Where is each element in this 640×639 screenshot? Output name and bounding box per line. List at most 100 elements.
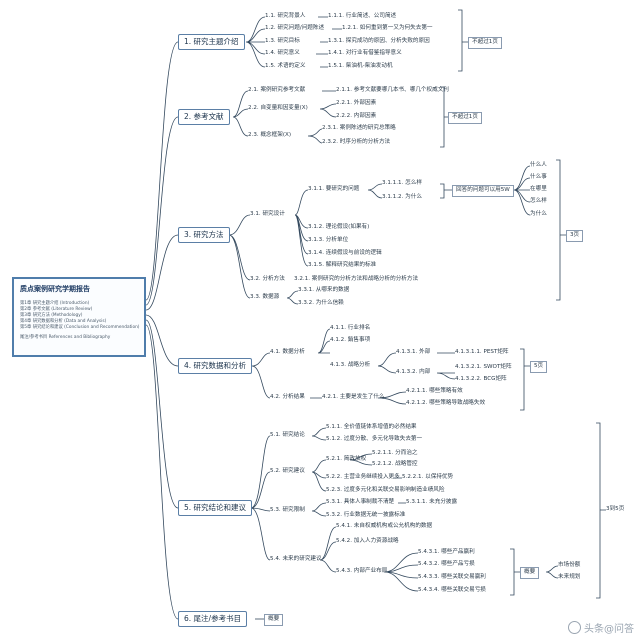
root-title: 质点案例研究学期报告 — [20, 285, 90, 293]
node-5-4-3-3: 5.4.3.3. 哪些关联交易赢利 — [418, 574, 486, 580]
node-5-2-2: 5.2.2. 主营业务继续投入更多 — [326, 474, 400, 480]
node-5-4-3: 5.4.3. 内部产业布局 — [336, 568, 388, 574]
node-3-1-2: 3.1.2. 理论假设(如果有) — [308, 224, 370, 230]
node-section-5: 5. 研究结论和建议 — [178, 500, 253, 516]
note-3-pages: 3页 — [566, 230, 584, 242]
node-3-1-4: 3.1.4. 连续假设与前设的逻辑 — [308, 250, 382, 256]
node-1-2-1: 1.2.1. 如何重到第一又为何失去第一 — [342, 25, 433, 31]
node-5-3-2: 5.3.2. 行业数据无统一披露标准 — [326, 512, 406, 518]
node-3-3-2: 3.3.2. 为什么信赖 — [298, 300, 344, 306]
node-1-5-1: 1.5.1. 柴油机-柴油发动机 — [328, 63, 393, 69]
node-5-2-1-2: 5.2.1.2. 战略管控 — [372, 461, 418, 467]
root-footer: 尾注/参考书目 References and Bibliography — [20, 335, 111, 340]
node-bcg: 4.1.3.2.2. BCG矩阵 — [455, 376, 507, 382]
node-5w-where: 在哪里 — [530, 186, 547, 192]
node-5-2-1-1: 5.2.1.1. 分而治之 — [372, 450, 418, 456]
connector-2 — [145, 116, 179, 306]
node-future-plan: 未来规划 — [558, 574, 581, 580]
node-4-2-1-2: 4.2.1.2. 哪些策略导致战略失效 — [406, 400, 486, 406]
node-5-1-1: 5.1.1. 全价值链体系增值的必然结果 — [326, 424, 417, 430]
node-5-4-3-2: 5.4.3.2. 哪些产品亏损 — [418, 561, 475, 567]
node-1-5: 1.5. 术语的定义 — [265, 63, 306, 69]
node-section-2: 2. 参考文献 — [178, 109, 230, 125]
node-3-1-5: 3.1.5. 解释研究结果的标准 — [308, 262, 377, 268]
connector-3 — [145, 234, 179, 311]
node-5-2-2-1: 5.2.2.1. 以保持优势 — [402, 474, 454, 480]
node-5w-how: 怎么样 — [530, 198, 547, 204]
watermark-text: 头条@问答 — [584, 624, 634, 635]
node-5-2-1: 5.2.1. 简政放权 — [326, 456, 367, 462]
note-summary-5: 概要 — [520, 567, 540, 579]
node-3-1-1-1: 3.1.1.1. 怎么样 — [382, 180, 422, 186]
note-page-limit-2: 不超过1页 — [448, 112, 482, 124]
node-2-3-1: 2.3.1. 案例陈述的研究总策略 — [322, 125, 396, 131]
node-4-2-1-1: 4.2.1.1. 哪些策略有效 — [406, 388, 463, 394]
node-5-3-1-1: 5.3.1.1. 未充分披露 — [406, 499, 458, 505]
note-page-limit-1: 不超过1页 — [468, 37, 502, 49]
node-3-1-3: 3.1.3. 分析单位 — [308, 237, 349, 243]
node-3-2: 3.2. 分析方法 — [250, 276, 285, 282]
node-5-3: 5.3. 研究限制 — [270, 507, 305, 513]
node-4-2-1: 4.2.1. 主要是发生了什么 — [322, 394, 385, 400]
node-section-6: 6. 尾注/参考书目 — [178, 611, 248, 627]
node-3-3: 3.3. 数据源 — [250, 294, 280, 300]
node-2-3: 2.3. 概念框架(X) — [248, 132, 292, 138]
node-5w-why: 为什么 — [530, 211, 547, 217]
node-1-4-1: 1.4.1. 对行业有借鉴指导意义 — [328, 50, 402, 56]
node-2-2-1: 2.2.1. 外部因素 — [336, 100, 377, 106]
node-section-3: 3. 研究方法 — [178, 227, 230, 243]
node-5-3-1: 5.3.1. 具体人事制裁不清楚 — [326, 499, 395, 505]
node-3-1-1-2: 3.1.1.2. 为什么 — [382, 194, 422, 200]
node-1-1: 1.1. 研究背景人 — [265, 13, 306, 19]
node-5-4-2: 5.4.2. 加入人力资源战略 — [336, 538, 399, 544]
watermark-logo-icon — [568, 621, 581, 634]
node-5-2-3: 5.2.3. 过度多元化和关联交易影响制造业绩风险 — [326, 487, 445, 493]
node-1-4: 1.4. 研究意义 — [265, 50, 300, 56]
node-1-1-1: 1.1.1. 行业简述、公司简述 — [328, 13, 397, 19]
node-2-2: 2.2. 自变量和因变量(X) — [248, 105, 308, 111]
node-5-1: 5.1. 研究结论 — [270, 432, 305, 438]
node-pest: 4.1.3.1.1. PEST矩阵 — [455, 349, 509, 355]
watermark: 头条@问答 — [568, 620, 634, 635]
node-3-3-1: 3.3.1. 从哪来的数据 — [298, 287, 350, 293]
note-summary-6: 概要 — [264, 614, 284, 626]
node-1-3: 1.3. 研究目标 — [265, 38, 300, 44]
node-2-1: 2.1. 案例研究参考文献 — [248, 87, 306, 93]
node-1-3-1: 1.3.1. 探究成功的原因、分析失败的原因 — [328, 38, 430, 44]
note-5w: 回答的问题可以用5W — [452, 185, 514, 197]
node-4-1-3: 4.1.3. 战略分析 — [330, 362, 371, 368]
node-4-1-2: 4.1.2. 銷售事项 — [330, 337, 371, 343]
node-5w-what: 什么事 — [530, 174, 547, 180]
node-4-1-3-2: 4.1.3.2. 内部 — [396, 369, 431, 375]
note-5-pages: 5页 — [530, 361, 548, 373]
node-5-4: 5.4. 未来的研究建议 — [270, 556, 322, 562]
connector-6 — [145, 324, 179, 620]
connector-4 — [145, 314, 179, 367]
node-2-1-1: 2.1.1. 参考文献要哪几本书、哪几个权威文刊 — [336, 87, 449, 93]
node-swot: 4.1.3.2.1. SWOT矩阵 — [455, 364, 512, 370]
node-5-4-3-4: 5.4.3.4. 哪些关联交易亏损 — [418, 587, 486, 593]
node-5w-who: 什么人 — [530, 162, 547, 168]
root-line: 第1章 研究主题介绍 (Introduction) — [20, 301, 90, 306]
node-5-1-2: 5.1.2. 过度分散、多元化导致失去第一 — [326, 436, 423, 442]
node-4-1-3-1: 4.1.3.1. 外部 — [396, 349, 431, 355]
node-2-3-2: 2.3.2. 时序分析的分析方法 — [322, 139, 391, 145]
connector-5 — [145, 319, 179, 509]
node-4-1-1: 4.1.1. 行业排名 — [330, 325, 371, 331]
node-3-1-1: 3.1.1. 要研究的问题 — [308, 186, 360, 192]
node-5-4-3-1: 5.4.3.1. 哪些产品赢利 — [418, 549, 475, 555]
note-3-5-pages: 3到5页 — [606, 506, 625, 512]
node-4-1: 4.1. 数据分析 — [270, 349, 305, 355]
root-line: 第5章 研究结论和建议 (Conclusion and Recommendati… — [20, 325, 140, 330]
node-section-1: 1. 研究主题介绍 — [178, 34, 245, 50]
connector-1 — [145, 41, 179, 301]
root-line: 第4章 研究数据和分析 (Data and Analysis) — [20, 319, 107, 324]
root-summary-card: 质点案例研究学期报告 第1章 研究主题介绍 (Introduction) 第2章… — [12, 277, 146, 357]
node-3-1: 3.1. 研究设计 — [250, 211, 285, 217]
node-4-2: 4.2. 分析结果 — [270, 394, 305, 400]
node-market-share: 市场份额 — [558, 562, 581, 568]
node-section-4: 4. 研究数据和分析 — [178, 358, 253, 374]
node-1-2: 1.2. 研究问题/问题陈述 — [265, 25, 325, 31]
node-2-2-2: 2.2.2. 内部因素 — [336, 113, 377, 119]
